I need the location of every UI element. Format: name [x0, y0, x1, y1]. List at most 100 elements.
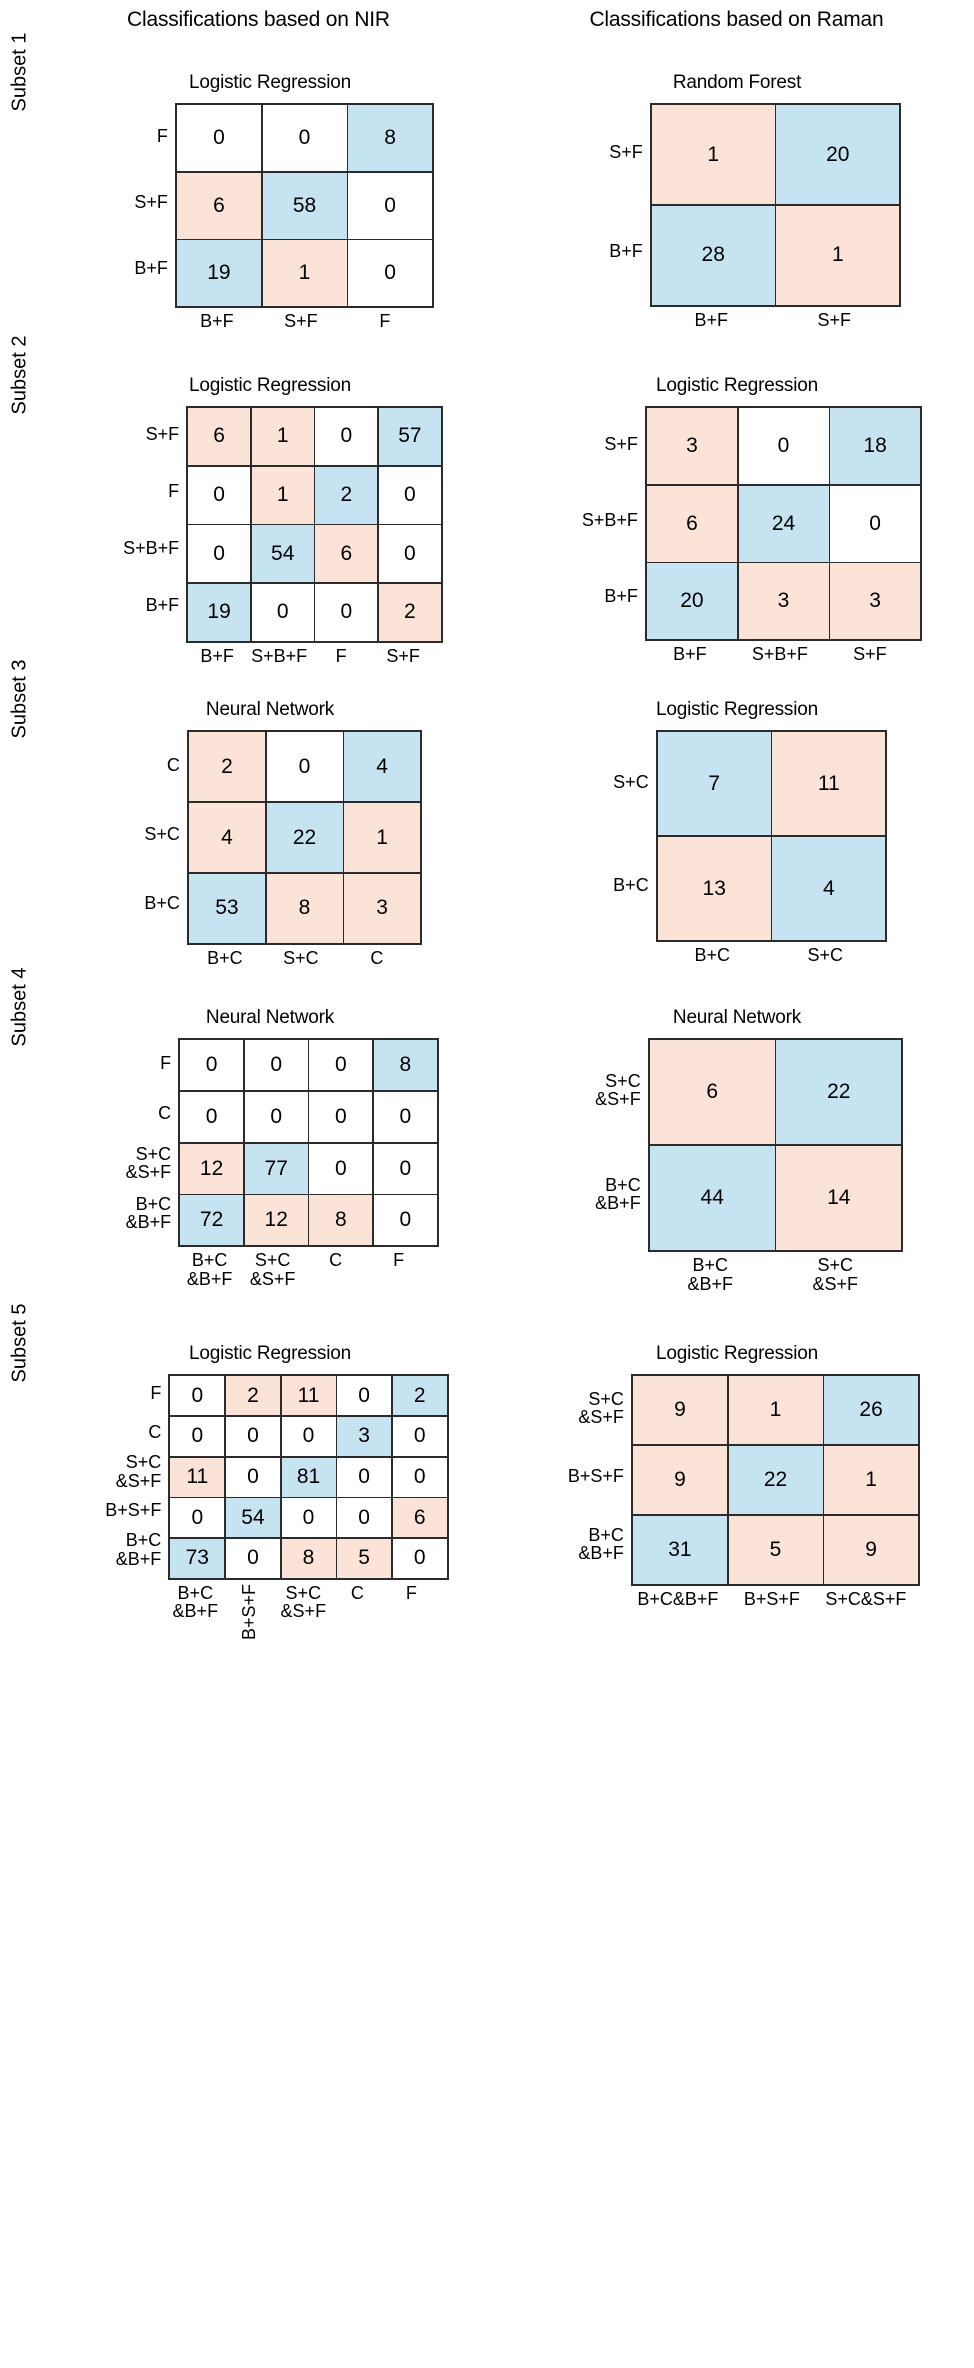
- column-headers: Classifications based on NIR Classificat…: [0, 0, 974, 46]
- matrix-cell: 3: [344, 873, 421, 943]
- matrix-cell: 0: [170, 1416, 225, 1456]
- column-label: B+C &B+F: [186, 1250, 233, 1289]
- matrix-cell: 11: [170, 1457, 225, 1497]
- row-label: B+C &B+F: [595, 1174, 641, 1214]
- column-label: S+C: [807, 945, 843, 965]
- matrix-cell: 31: [632, 1515, 727, 1584]
- column-label: B+C &B+F: [687, 1254, 733, 1294]
- column-label: B+C &B+F: [172, 1582, 219, 1622]
- matrix-cell: 0: [244, 1091, 308, 1142]
- subset-label-text: Subset 3: [8, 659, 31, 739]
- matrix-cell: 4: [188, 803, 265, 872]
- matrix-cell: 24: [738, 485, 829, 562]
- matrix-cell: 9: [632, 1445, 727, 1514]
- row-label: S+F: [609, 142, 643, 163]
- panel-title-nir: Logistic Regression: [188, 72, 351, 93]
- matrix-cell: 3: [830, 563, 921, 640]
- panel-title-raman: Neural Network: [672, 1007, 802, 1029]
- matrix-cell: 1: [824, 1445, 919, 1514]
- column-label: S+C: [283, 947, 319, 968]
- matrix-cell: 0: [225, 1457, 280, 1497]
- matrix-cell: 2: [392, 1376, 447, 1416]
- matrix-cell: 19: [176, 240, 261, 307]
- column-label: F: [335, 645, 347, 666]
- subset-label-text: Subset 4: [8, 967, 31, 1047]
- matrix-cell: 5: [337, 1538, 392, 1578]
- row-label: S+C &S+F: [595, 1070, 641, 1110]
- row-label: B+C: [144, 892, 180, 913]
- matrix-cell: 0: [225, 1416, 280, 1456]
- row-label: S+C: [613, 771, 649, 792]
- matrix-cell: 0: [337, 1498, 392, 1538]
- row-label: S+F: [134, 191, 168, 212]
- matrix-cell: 26: [824, 1376, 919, 1445]
- matrix-cell: 19: [188, 583, 251, 641]
- matrix-cell: 0: [251, 583, 314, 641]
- matrix-cell: 1: [251, 466, 314, 524]
- matrix-cell: 0: [188, 466, 251, 524]
- matrix-cell: 3: [337, 1416, 392, 1456]
- matrix-cell: 8: [281, 1538, 336, 1578]
- matrix-cell: 6: [315, 525, 378, 583]
- row-label: C: [166, 754, 180, 775]
- matrix-cell: 0: [373, 1195, 437, 1246]
- matrix-cell: 1: [344, 803, 421, 872]
- matrix-cell: 8: [266, 873, 343, 943]
- row-label: B+S+F: [567, 1465, 624, 1486]
- matrix-cell: 0: [315, 583, 378, 641]
- matrix-cell: 4: [344, 732, 421, 802]
- matrix-cell: 14: [776, 1145, 902, 1250]
- matrix-cell: 0: [392, 1457, 447, 1497]
- matrix-cell: 3: [738, 563, 829, 640]
- matrix-cell: 0: [266, 732, 343, 802]
- row-label: S+F: [604, 433, 638, 454]
- column-label: B+C: [207, 947, 243, 968]
- matrix-cell: 3: [646, 407, 737, 484]
- matrix-cell: 20: [646, 563, 737, 640]
- column-label: B+S+F: [239, 1583, 260, 1640]
- row-label: B+F: [145, 595, 180, 616]
- matrix-cell: 0: [262, 105, 347, 171]
- row-label: B+C &B+F: [125, 1193, 172, 1233]
- matrix-cell: 0: [378, 525, 441, 583]
- column-label: S+F: [284, 311, 318, 332]
- matrix-cell: 7: [657, 732, 771, 836]
- matrix-cell: 0: [337, 1457, 392, 1497]
- row-label: C: [148, 1422, 162, 1443]
- matrix-cell: 53: [188, 873, 265, 943]
- column-label: F: [379, 311, 391, 332]
- matrix-cell: 2: [188, 732, 265, 802]
- row-label: B+C &B+F: [115, 1530, 162, 1569]
- matrix-cell: 8: [309, 1195, 373, 1246]
